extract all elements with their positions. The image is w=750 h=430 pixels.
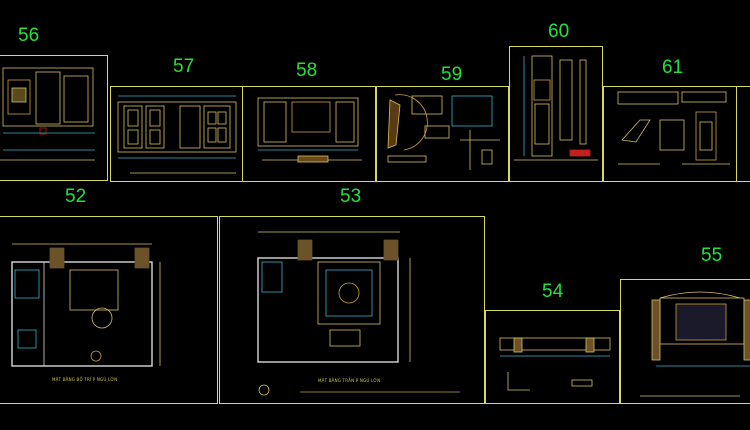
detail-60-drawing <box>514 55 598 161</box>
plan-52-caption: MẶT BẰNG BỐ TRÍ P NGỦ LỚN <box>52 377 118 382</box>
sheet-number-61: 61 <box>662 57 684 78</box>
sheet-55-frame[interactable] <box>620 279 750 404</box>
sheet-number-54: 54 <box>542 281 564 302</box>
plan-53-caption: MẶT BẰNG TRẦN P NGỦ LỚN <box>318 378 381 383</box>
sheet-number-55: 55 <box>701 245 723 266</box>
sheet-number-52: 52 <box>65 186 87 207</box>
sheet-number-59: 59 <box>441 64 463 85</box>
sheet-54-frame[interactable] <box>485 310 620 404</box>
sheet-59-frame[interactable] <box>376 86 509 182</box>
ceiling-plan-53-drawing <box>257 231 460 396</box>
sheet-number-60: 60 <box>548 21 570 42</box>
sheet-53-frame[interactable] <box>219 216 485 404</box>
elevation-56-drawing <box>0 67 95 161</box>
sheet-number-58: 58 <box>296 60 318 81</box>
elevation-55-drawing <box>640 291 750 397</box>
sheet-number-57: 57 <box>173 56 195 77</box>
elevation-58-drawing <box>257 97 362 163</box>
sheet-edge-frame[interactable] <box>736 86 750 182</box>
elevation-57-drawing <box>117 95 237 174</box>
detail-54-drawing <box>499 337 611 391</box>
sheet-60-frame[interactable] <box>509 46 603 182</box>
sheet-number-53: 53 <box>340 186 362 207</box>
sheet-number-56: 56 <box>18 25 40 46</box>
floor-plan-52-drawing <box>11 243 161 367</box>
details-59-drawing <box>387 94 500 170</box>
details-61-drawing <box>617 91 730 165</box>
